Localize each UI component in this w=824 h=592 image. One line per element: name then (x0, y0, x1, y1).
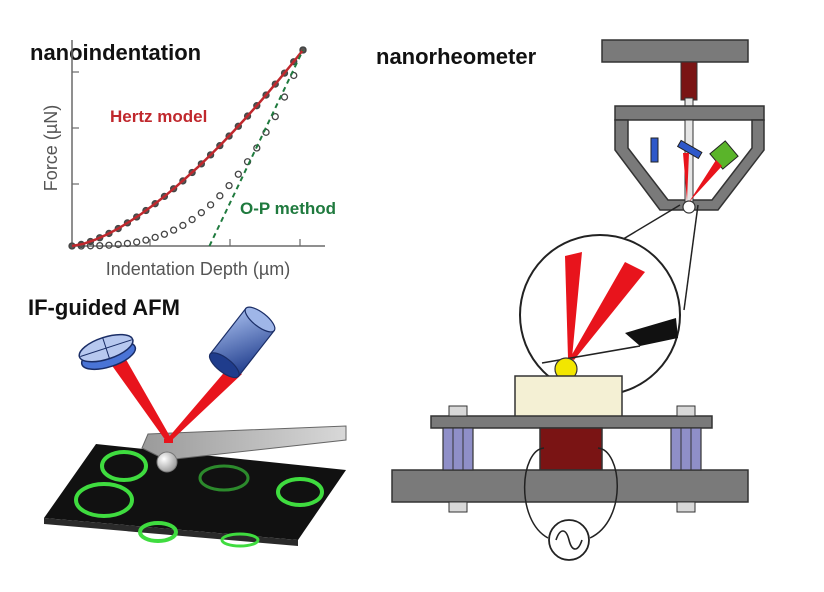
data-point-open (105, 241, 113, 249)
afm-title: IF-guided AFM (28, 295, 180, 320)
probe-tip (682, 200, 696, 214)
bolt-head (676, 405, 696, 417)
fluorescent-cell (74, 482, 134, 518)
laser-beam (570, 262, 645, 360)
bolt-nut (676, 501, 696, 513)
plot-axes (71, 40, 325, 247)
data-point-open (299, 46, 307, 54)
afm-tip-ball (156, 451, 178, 473)
laser-diode-cap (244, 306, 276, 333)
fluorescent-cell (100, 450, 148, 482)
y-axis-label: Force (µN) (41, 105, 61, 191)
bolt-head (448, 405, 468, 417)
x-axis-label: Indentation Depth (µm) (106, 259, 290, 279)
data-point-open (179, 221, 187, 230)
right-spacer (670, 405, 702, 513)
data-point-open (206, 201, 215, 209)
data-point-open (96, 241, 104, 250)
cantilever-black (625, 318, 678, 346)
signal-wire (589, 447, 618, 539)
nanorheometer-panel: nanorheometer (376, 39, 765, 561)
data-point-open (280, 93, 289, 101)
nanoindentation-panel: nanoindentation Force (µN) Indentation D… (30, 40, 336, 279)
hertz-model-label: Hertz model (110, 107, 207, 126)
laser-beam (689, 160, 722, 202)
sample-substrate (44, 444, 346, 540)
data-point-open (271, 112, 279, 121)
laser-diode (208, 306, 276, 379)
laser-beam (565, 252, 582, 358)
base-plate (391, 469, 749, 503)
fluorescence-sample (44, 444, 346, 548)
signal-wire (523, 447, 549, 539)
fluorescent-cell (198, 464, 250, 492)
afm-panel: IF-guided AFM (28, 295, 347, 548)
sine-wave-icon (555, 530, 583, 550)
fluorescent-cell (276, 477, 324, 507)
magnified-contact-view (519, 234, 681, 396)
plot-marks (68, 46, 307, 250)
sensor-head-housing (614, 119, 765, 211)
op-method-line (208, 49, 304, 247)
data-point-open (142, 236, 150, 244)
top-mount-plate (601, 39, 749, 63)
stage (391, 405, 749, 561)
bolt-nut (448, 501, 468, 513)
laser-beam (683, 153, 689, 201)
piezo-actuator (539, 427, 603, 471)
data-point-open (133, 238, 141, 246)
laser-diode-aperture (208, 352, 240, 379)
photodetector (78, 333, 137, 371)
left-spacer (442, 405, 474, 513)
laser-source-blue (650, 137, 659, 163)
data-point-open (86, 242, 95, 250)
data-point-open (151, 233, 159, 242)
drive-rod (680, 61, 698, 101)
sensor-head (614, 105, 765, 214)
op-method-label: O-P method (240, 199, 336, 218)
sensor-head-top-plate (614, 105, 765, 121)
laser-spot (164, 439, 173, 443)
upper-plate (430, 415, 713, 429)
cantilever-arm (541, 345, 641, 364)
data-point-open (123, 239, 132, 248)
quadrant-divider (102, 337, 110, 359)
mirror-blue (676, 139, 703, 160)
laser-beam (168, 368, 242, 440)
spacer-column (670, 427, 702, 471)
hertz-model-curve (71, 49, 304, 248)
data-point-open (114, 240, 122, 249)
spacer-column (442, 427, 474, 471)
sample-block (514, 375, 623, 419)
data-point-open (234, 170, 242, 178)
fluorescent-cell (138, 521, 178, 543)
data-point-open (160, 230, 169, 238)
data-point-open (290, 71, 298, 80)
laser-beam (108, 356, 172, 441)
zoom-line (683, 204, 699, 311)
substrate-edge (44, 518, 298, 546)
nanorheometer-title: nanorheometer (376, 44, 537, 69)
data-point-open (197, 209, 206, 217)
fluorescent-cell (220, 532, 260, 548)
afm-cantilever (141, 425, 347, 461)
data-point-open (216, 192, 224, 200)
data-point-open (225, 181, 233, 190)
nanoindentation-title: nanoindentation (30, 40, 201, 65)
data-point-open (169, 226, 178, 234)
data-point-open (188, 215, 196, 224)
